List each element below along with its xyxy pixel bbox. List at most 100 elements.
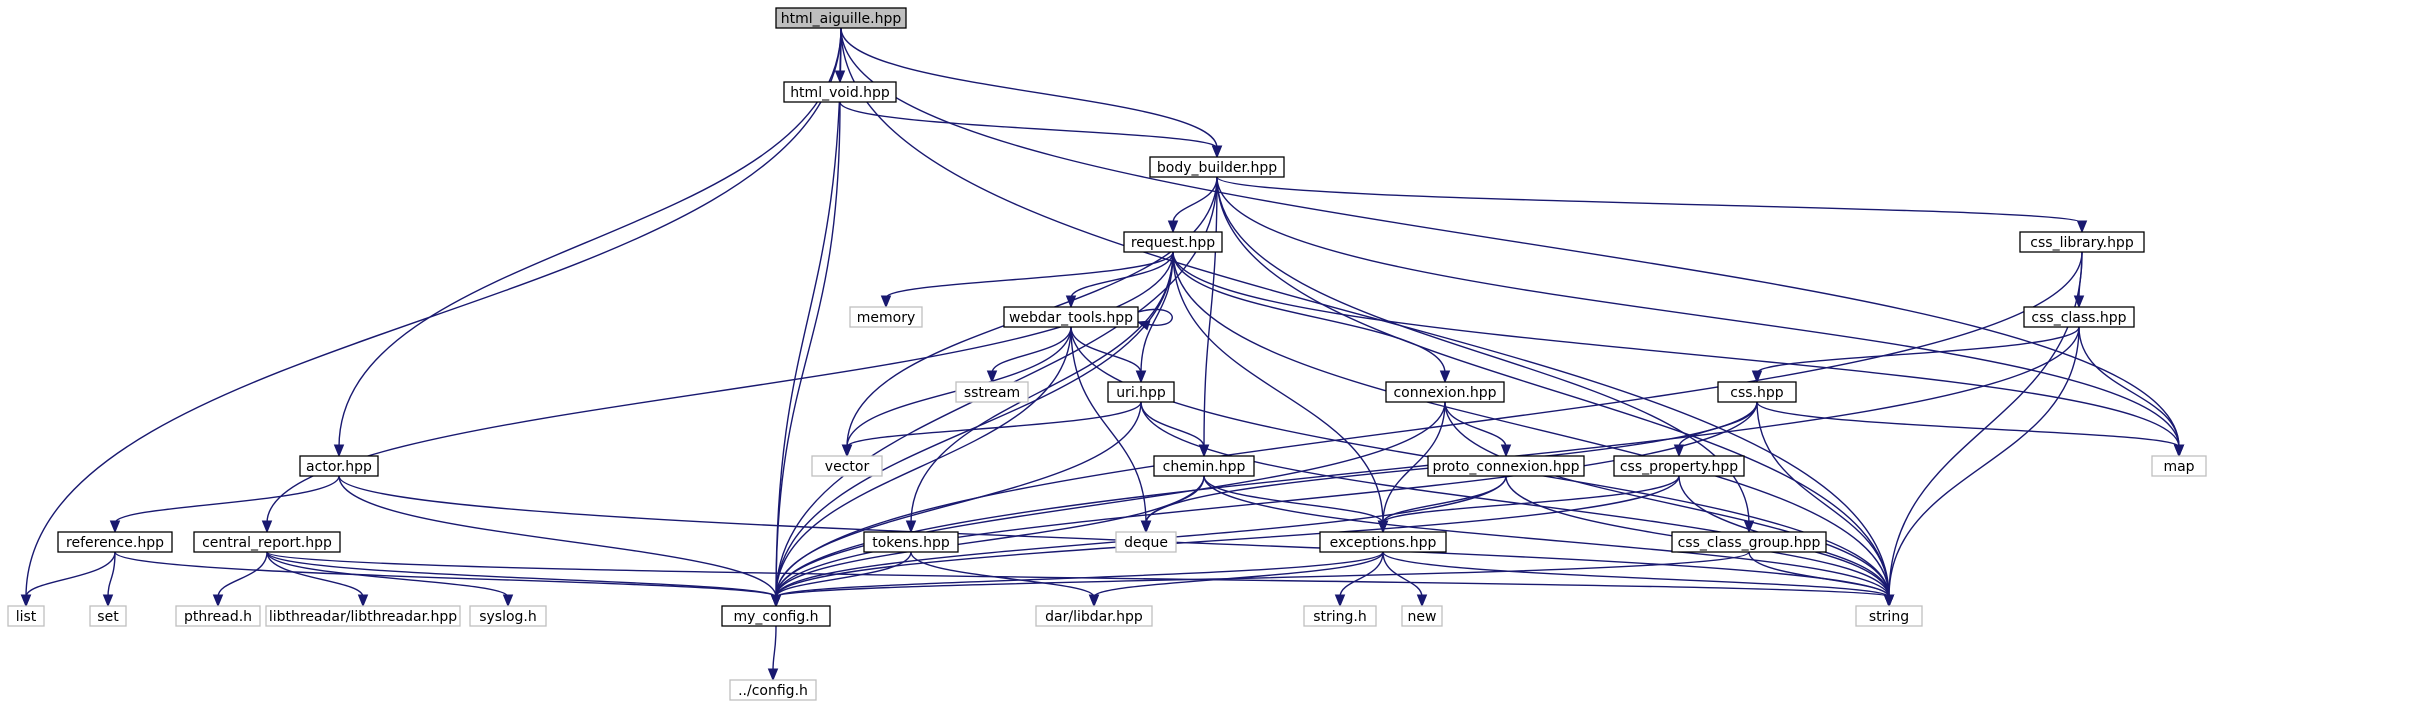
edge-request-to-connexion <box>1172 251 1451 384</box>
node-label: sstream <box>964 385 1020 401</box>
node-label: libthreadar/libthreadar.hpp <box>269 609 457 625</box>
node-box <box>955 381 1029 403</box>
node-box <box>7 605 45 627</box>
node-map: map <box>2151 455 2207 477</box>
node-webdar-tools[interactable]: webdar_tools.hpp <box>1003 306 1139 328</box>
edge-connexion-to-proto_connexion <box>1444 401 1512 458</box>
edge-webdar_tools-to-sstream <box>986 326 1072 384</box>
node-label: tokens.hpp <box>872 535 950 551</box>
edge-css-to-map <box>1756 401 2185 458</box>
node-box <box>1153 455 1255 477</box>
node-label: memory <box>857 310 916 326</box>
edge-central_report-to-pthread <box>212 551 268 608</box>
node-box <box>849 306 923 328</box>
node-html-aiguille[interactable]: html_aiguille.hpp <box>775 7 907 29</box>
node-label: css.hpp <box>1730 385 1783 401</box>
node-box <box>1303 605 1377 627</box>
node-label: syslog.h <box>479 609 537 625</box>
edge-css_class-to-string <box>1883 326 2080 608</box>
node-box <box>175 605 261 627</box>
node-chemin[interactable]: chemin.hpp <box>1153 455 1255 477</box>
node-label: html_void.hpp <box>790 85 890 101</box>
edge-css_property-to-exceptions <box>1377 475 1680 534</box>
node-css-property[interactable]: css_property.hpp <box>1613 455 1745 477</box>
node-box <box>1003 306 1139 328</box>
node-connexion[interactable]: connexion.hpp <box>1385 381 1505 403</box>
edge-reference-to-list <box>20 551 116 608</box>
node-central-report[interactable]: central_report.hpp <box>193 531 341 553</box>
node-box <box>2151 455 2207 477</box>
node-deque: deque <box>1115 531 1177 553</box>
edge-webdar_tools-to-uri <box>1070 326 1147 384</box>
node-label: dar/libdar.hpp <box>1045 609 1143 625</box>
edge-exceptions-to-string_h <box>1334 551 1384 608</box>
node-body-builder[interactable]: body_builder.hpp <box>1149 156 1285 178</box>
node-box <box>265 605 461 627</box>
edge-body_builder-to-css_library <box>1216 176 2088 234</box>
edge-request-to-memory <box>880 251 1174 309</box>
node-label: new <box>1408 609 1437 625</box>
node-label: string <box>1869 609 1909 625</box>
node-label: body_builder.hpp <box>1157 160 1277 176</box>
edge-css_class_group-to-string <box>1748 551 1895 608</box>
node-label: deque <box>1124 535 1168 551</box>
node-label: chemin.hpp <box>1163 459 1246 475</box>
edge-actor-to-my_config <box>338 475 782 608</box>
node-label: html_aiguille.hpp <box>781 11 902 27</box>
node-my-config[interactable]: my_config.h <box>721 605 831 627</box>
node-label: proto_connexion.hpp <box>1432 459 1579 475</box>
node-box <box>1107 381 1175 403</box>
edge-request-to-webdar_tools <box>1065 251 1174 309</box>
node-css-class[interactable]: css_class.hpp <box>2023 306 2135 328</box>
node-label: ../config.h <box>738 683 808 699</box>
node-box <box>57 531 173 553</box>
edge-html_void-to-my_config <box>770 101 841 608</box>
node-label: webdar_tools.hpp <box>1009 310 1133 326</box>
node-syslog: syslog.h <box>469 605 547 627</box>
node-label: actor.hpp <box>306 459 372 475</box>
node-label: uri.hpp <box>1116 385 1166 401</box>
edge-uri-to-vector <box>841 401 1142 458</box>
nodes-layer: html_aiguille.hpp html_void.hpp body_build… <box>7 7 2207 701</box>
node-libthreadar: libthreadar/libthreadar.hpp <box>265 605 461 627</box>
node-box <box>721 605 831 627</box>
node-set: set <box>89 605 127 627</box>
node-css-class-group[interactable]: css_class_group.hpp <box>1671 531 1827 553</box>
node-pthread: pthread.h <box>175 605 261 627</box>
node-css-library[interactable]: css_library.hpp <box>2019 231 2145 253</box>
node-reference[interactable]: reference.hpp <box>57 531 173 553</box>
node-label: central_report.hpp <box>202 535 332 551</box>
node-memory: memory <box>849 306 923 328</box>
node-request[interactable]: request.hpp <box>1123 231 1223 253</box>
node-box <box>863 531 959 553</box>
node-label: reference.hpp <box>66 535 164 551</box>
node-box <box>1035 605 1153 627</box>
node-box <box>1385 381 1505 403</box>
node-libdar: dar/libdar.hpp <box>1035 605 1153 627</box>
edge-body_builder-to-request <box>1167 176 1218 234</box>
edge-central_report-to-syslog <box>266 551 514 608</box>
node-box <box>2023 306 2135 328</box>
node-box <box>193 531 341 553</box>
edge-html_void-to-body_builder <box>839 101 1223 159</box>
node-label: string.h <box>1313 609 1367 625</box>
node-box <box>1613 455 1745 477</box>
node-uri[interactable]: uri.hpp <box>1107 381 1175 403</box>
node-html-void[interactable]: html_void.hpp <box>783 81 897 103</box>
node-label: map <box>2163 459 2194 475</box>
node-label: css_library.hpp <box>2030 235 2134 251</box>
node-label: exceptions.hpp <box>1330 535 1437 551</box>
node-exceptions[interactable]: exceptions.hpp <box>1319 531 1447 553</box>
edge-central_report-to-libthreadar <box>266 551 369 608</box>
edge-webdar_tools-to-webdar_tools <box>1136 308 1173 331</box>
edge-actor-to-reference <box>109 475 340 534</box>
node-label: css_class.hpp <box>2031 310 2126 326</box>
node-tokens[interactable]: tokens.hpp <box>863 531 959 553</box>
node-box <box>1401 605 1443 627</box>
node-css[interactable]: css.hpp <box>1717 381 1797 403</box>
node-box <box>1671 531 1827 553</box>
node-list: list <box>7 605 45 627</box>
node-actor[interactable]: actor.hpp <box>299 455 379 477</box>
node-proto-connexion[interactable]: proto_connexion.hpp <box>1427 455 1585 477</box>
edge-central_report-to-my_config <box>266 551 782 608</box>
